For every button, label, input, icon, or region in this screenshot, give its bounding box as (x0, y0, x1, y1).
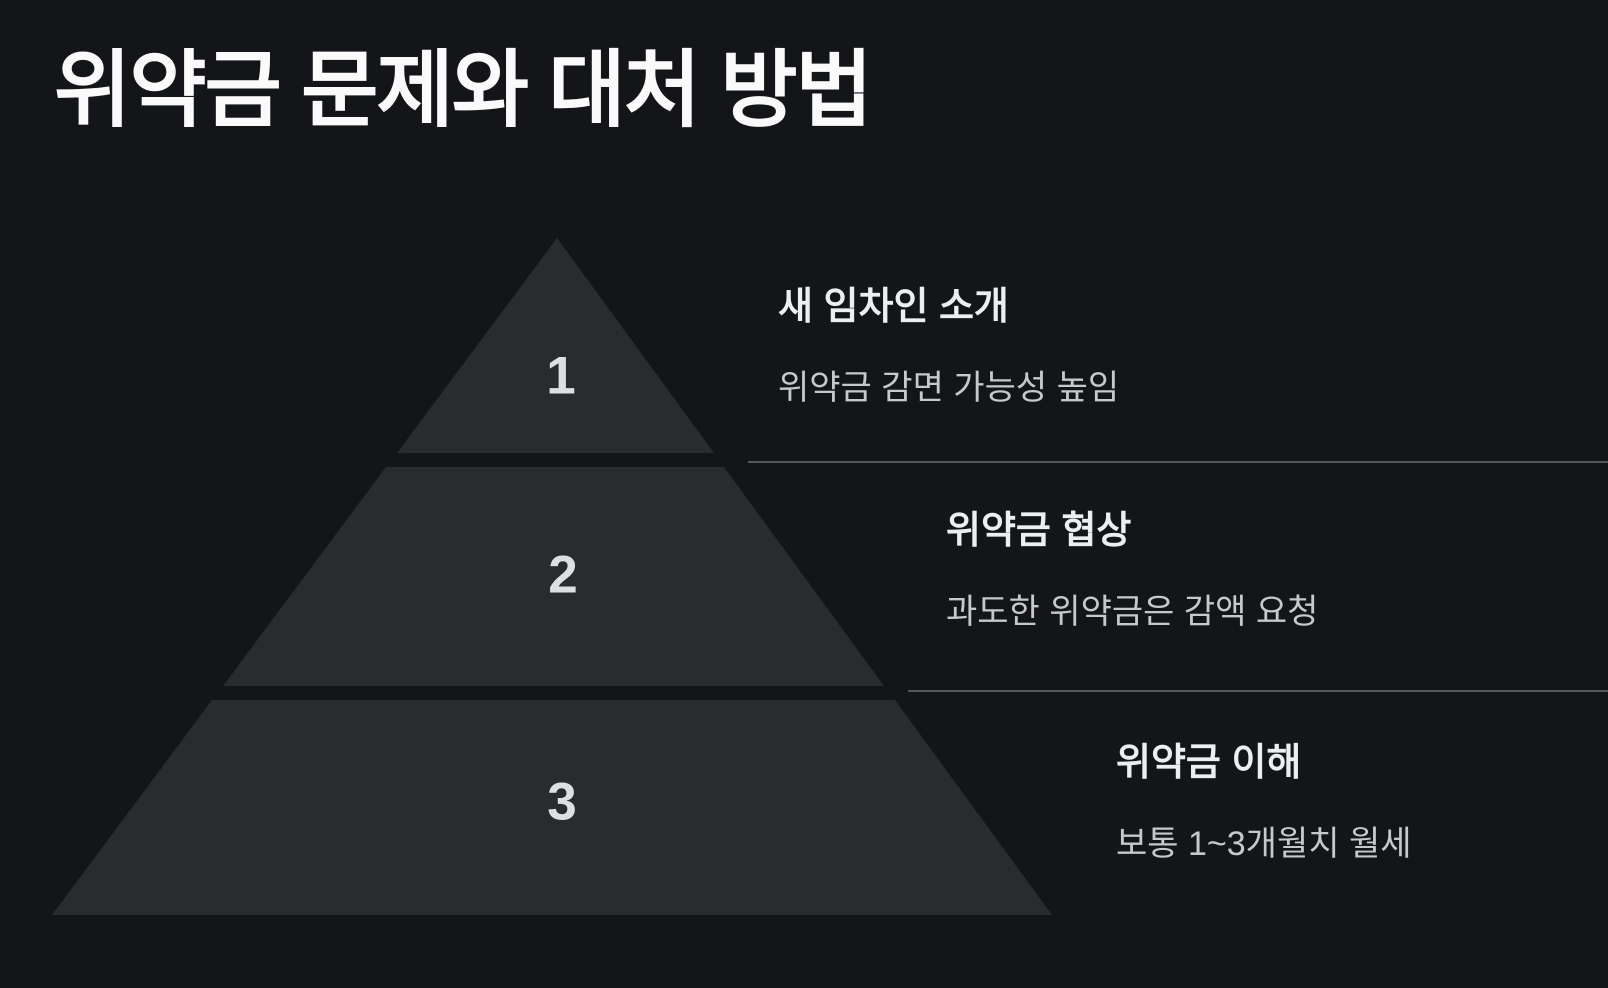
level-3-description: 보통 1~3개월치 월세 (1116, 825, 1412, 863)
pyramid-segment-3 (52, 700, 1052, 915)
slide-title: 위약금 문제와 대처 방법 (54, 43, 873, 137)
pyramid-segment-2 (223, 467, 884, 686)
level-1-heading: 새 임차인 소개 (778, 286, 1009, 328)
level-divider-2 (908, 690, 1608, 692)
level-1-description: 위약금 감면 가능성 높임 (778, 369, 1120, 407)
level-2-heading: 위약금 협상 (946, 510, 1132, 552)
pyramid-level-2-number: 2 (548, 545, 578, 605)
pyramid-segment-1 (397, 238, 714, 453)
level-divider-1 (748, 461, 1608, 463)
level-2-text-block: 위약금 협상 과도한 위약금은 감액 요청 (946, 508, 1318, 632)
level-3-heading: 위약금 이해 (1116, 742, 1302, 784)
pyramid-level-3-number: 3 (547, 772, 577, 832)
level-3-text-block: 위약금 이해 보통 1~3개월치 월세 (1116, 740, 1412, 864)
level-1-text-block: 새 임차인 소개 위약금 감면 가능성 높임 (778, 284, 1119, 408)
level-2-description: 과도한 위약금은 감액 요청 (946, 593, 1319, 631)
pyramid-level-1-number: 1 (546, 346, 576, 406)
